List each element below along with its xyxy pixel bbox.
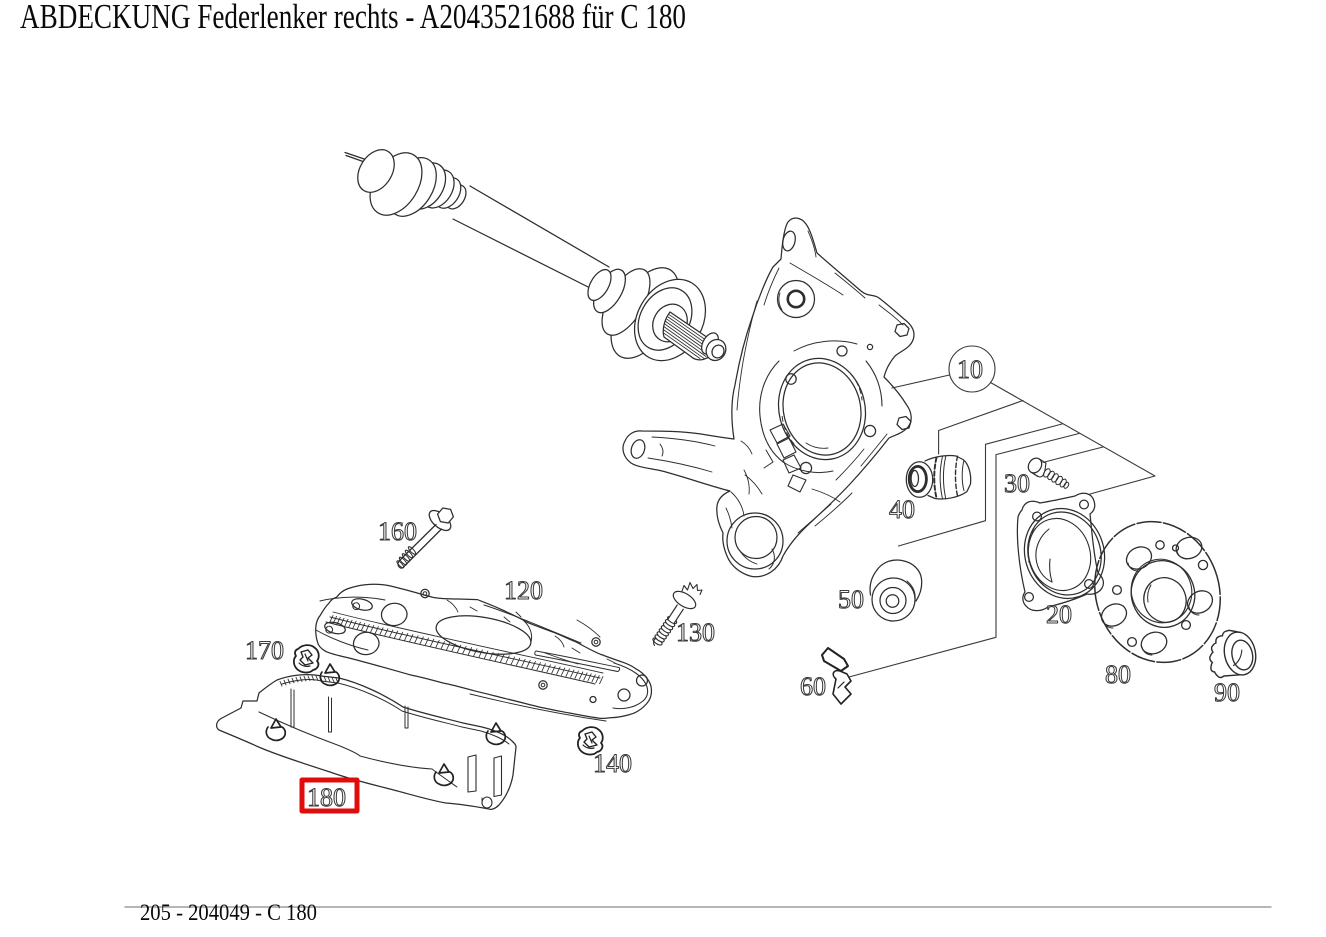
svg-text:60: 60 <box>800 672 826 701</box>
svg-text:180: 180 <box>307 783 346 812</box>
svg-text:160: 160 <box>378 517 417 546</box>
svg-text:40: 40 <box>889 495 915 524</box>
svg-text:90: 90 <box>1214 678 1240 707</box>
svg-text:120: 120 <box>504 576 543 605</box>
svg-text:205 - 204049 - C 180: 205 - 204049 - C 180 <box>140 900 317 925</box>
svg-text:130: 130 <box>676 618 715 647</box>
svg-text:10: 10 <box>957 355 983 384</box>
svg-text:80: 80 <box>1105 660 1131 689</box>
svg-text:170: 170 <box>245 636 284 665</box>
svg-text:30: 30 <box>1004 469 1030 498</box>
svg-text:50: 50 <box>838 585 864 614</box>
svg-text:20: 20 <box>1046 600 1072 629</box>
svg-text:ABDECKUNG Federlenker rechts -: ABDECKUNG Federlenker rechts - A20435216… <box>20 0 686 36</box>
svg-text:140: 140 <box>593 749 632 778</box>
